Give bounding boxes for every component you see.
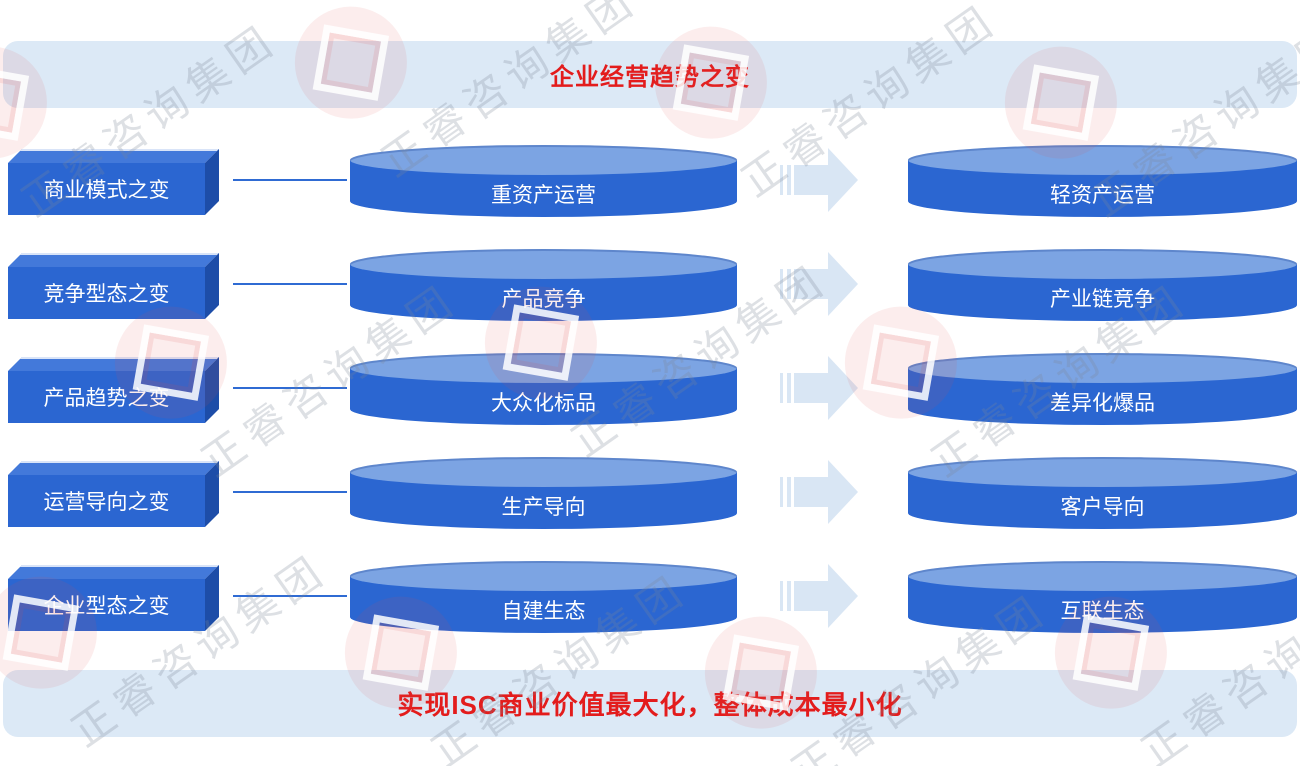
- arrow-stem: [794, 477, 828, 507]
- arrow-head: [828, 564, 858, 628]
- cylinder-top: [350, 249, 737, 279]
- category-box: 企业型态之变: [8, 565, 219, 631]
- cylinder-top: [908, 353, 1297, 383]
- box-top-face: [8, 565, 219, 579]
- arrow-head: [828, 460, 858, 524]
- box-front-face: 企业型态之变: [8, 579, 205, 631]
- from-cylinder: 生产导向: [350, 457, 737, 529]
- connector-line: [233, 179, 347, 181]
- category-label: 运营导向之变: [43, 491, 170, 514]
- box-top-face: [8, 357, 219, 371]
- diagram-row: 竞争型态之变 产品竞争 产业链竞争: [0, 244, 1300, 334]
- arrow-right-icon: [780, 564, 858, 628]
- cylinder-top: [908, 249, 1297, 279]
- category-box: 产品趋势之变: [8, 357, 219, 423]
- from-label: 重资产运营: [491, 183, 596, 207]
- to-cylinder: 客户导向: [908, 457, 1297, 529]
- arrow-stem: [794, 373, 828, 403]
- arrow-tail-bar: [780, 373, 783, 403]
- footer-text: 实现ISC商业价值最大化，整体成本最小化: [397, 690, 903, 720]
- to-cylinder: 互联生态: [908, 561, 1297, 633]
- from-label: 生产导向: [501, 495, 586, 519]
- from-cylinder: 大众化标品: [350, 353, 737, 425]
- page-title: 企业经营趋势之变: [550, 64, 750, 91]
- arrow-stem: [794, 581, 828, 611]
- to-label: 互联生态: [1060, 599, 1145, 623]
- cylinder-top: [908, 561, 1297, 591]
- arrow-tail-bar: [780, 477, 783, 507]
- diagram-row: 商业模式之变 重资产运营 轻资产运营: [0, 140, 1300, 230]
- arrow-tail-bar: [787, 581, 791, 611]
- connector-line: [233, 387, 347, 389]
- cylinder-top: [350, 457, 737, 487]
- arrow-right-icon: [780, 460, 858, 524]
- box-top-face: [8, 253, 219, 267]
- footer-banner: 实现ISC商业价值最大化，整体成本最小化: [3, 670, 1297, 737]
- to-label: 产业链竞争: [1050, 287, 1155, 311]
- diagram-row: 企业型态之变 自建生态 互联生态: [0, 556, 1300, 646]
- arrow-head: [828, 356, 858, 420]
- connector-line: [233, 491, 347, 493]
- box-front-face: 商业模式之变: [8, 163, 205, 215]
- arrow-head: [828, 148, 858, 212]
- to-cylinder: 差异化爆品: [908, 353, 1297, 425]
- category-box: 商业模式之变: [8, 149, 219, 215]
- arrow-tail-bar: [787, 373, 791, 403]
- cylinder-top: [908, 457, 1297, 487]
- arrow-right-icon: [780, 252, 858, 316]
- arrow-right-icon: [780, 148, 858, 212]
- to-cylinder: 产业链竞争: [908, 249, 1297, 321]
- category-label: 产品趋势之变: [43, 387, 170, 410]
- category-box: 竞争型态之变: [8, 253, 219, 319]
- cylinder-top: [908, 145, 1297, 175]
- category-label: 竞争型态之变: [43, 283, 170, 306]
- from-label: 大众化标品: [491, 391, 596, 415]
- box-top-face: [8, 461, 219, 475]
- arrow-tail-bar: [787, 269, 791, 299]
- arrow-right-icon: [780, 356, 858, 420]
- to-label: 客户导向: [1060, 495, 1145, 519]
- arrow-tail-bar: [787, 477, 791, 507]
- cylinder-body: 产品竞争: [350, 264, 737, 321]
- arrow-tail-bar: [780, 581, 783, 611]
- from-label: 产品竞争: [501, 287, 586, 311]
- cylinder-top: [350, 561, 737, 591]
- category-label: 企业型态之变: [43, 595, 170, 618]
- header-banner: 企业经营趋势之变: [3, 41, 1297, 108]
- arrow-head: [828, 252, 858, 316]
- diagram-row: 产品趋势之变 大众化标品 差异化爆品: [0, 348, 1300, 438]
- from-cylinder: 产品竞争: [350, 249, 737, 321]
- from-cylinder: 重资产运营: [350, 145, 737, 217]
- from-label: 自建生态: [501, 599, 586, 623]
- cylinder-top: [350, 145, 737, 175]
- arrow-stem: [794, 269, 828, 299]
- box-top-face: [8, 149, 219, 163]
- from-cylinder: 自建生态: [350, 561, 737, 633]
- to-label: 差异化爆品: [1050, 391, 1155, 415]
- arrow-tail-bar: [787, 165, 791, 195]
- connector-line: [233, 283, 347, 285]
- box-front-face: 竞争型态之变: [8, 267, 205, 319]
- diagram-row: 运营导向之变 生产导向 客户导向: [0, 452, 1300, 542]
- to-label: 轻资产运营: [1050, 183, 1155, 207]
- category-box: 运营导向之变: [8, 461, 219, 527]
- arrow-stem: [794, 165, 828, 195]
- connector-line: [233, 595, 347, 597]
- arrow-tail-bar: [780, 269, 783, 299]
- arrow-tail-bar: [780, 165, 783, 195]
- category-label: 商业模式之变: [43, 179, 170, 202]
- to-cylinder: 轻资产运营: [908, 145, 1297, 217]
- cylinder-top: [350, 353, 737, 383]
- box-front-face: 运营导向之变: [8, 475, 205, 527]
- box-front-face: 产品趋势之变: [8, 371, 205, 423]
